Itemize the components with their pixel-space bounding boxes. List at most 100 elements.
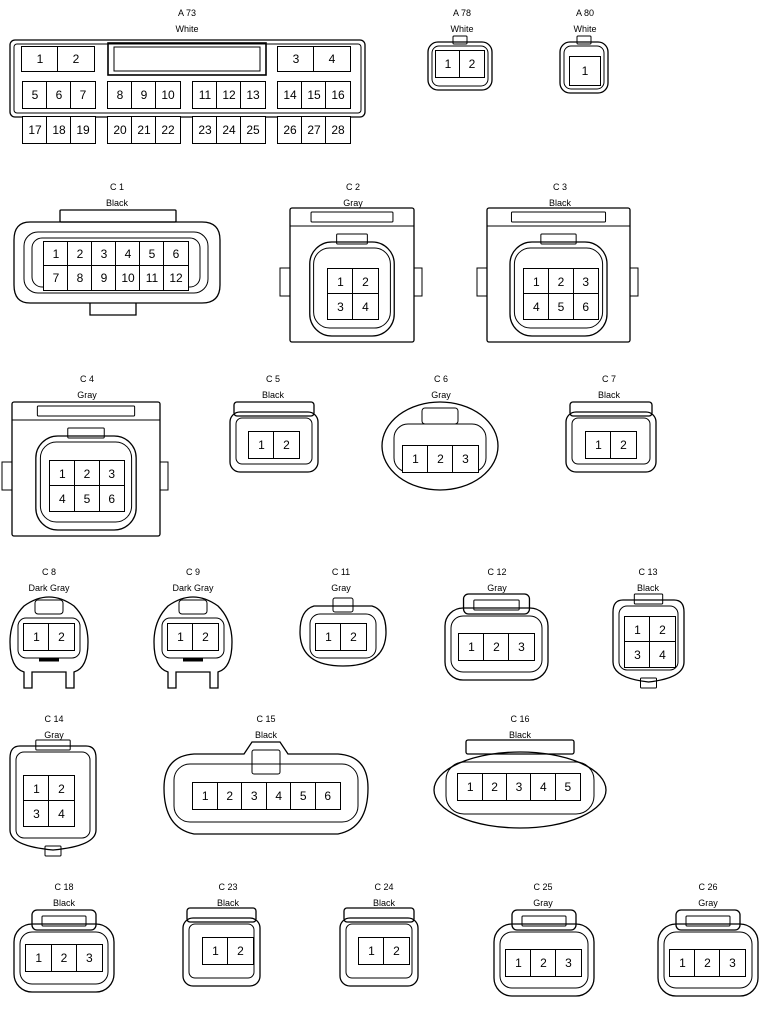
connector-color-label: Black <box>254 730 277 740</box>
pin-terminal: 6 <box>572 293 599 320</box>
pin-terminal: 12 <box>216 81 242 109</box>
connector-housing-outline <box>9 739 97 857</box>
pin-terminal: 18 <box>46 116 72 144</box>
pin-terminal: 4 <box>115 241 141 267</box>
connector-color-label: Black <box>636 583 659 593</box>
pin-terminal: 2 <box>383 937 410 965</box>
pin-terminal: 9 <box>91 265 117 291</box>
connector-housing-outline <box>229 401 319 473</box>
connector-id-label: C 23 <box>218 882 238 892</box>
connector-housing-outline <box>9 596 89 689</box>
pin-terminal: 2 <box>192 623 219 651</box>
connector-color-label: Dark Gray <box>172 583 214 593</box>
connector-housing-outline <box>299 597 387 667</box>
pin-terminal: 1 <box>669 949 696 977</box>
connector-color-label: Black <box>597 390 620 400</box>
pin-terminal: 1 <box>569 56 601 86</box>
connector-color-label: Gray <box>77 390 97 400</box>
connector-id-label: C 26 <box>698 882 718 892</box>
pin-terminal: 2 <box>610 431 637 459</box>
connector-id-label: C 9 <box>185 567 200 577</box>
connector-id-label: C 6 <box>433 374 448 384</box>
pin-terminal: 17 <box>22 116 48 144</box>
connector-id-label: C 16 <box>510 714 530 724</box>
pin-terminal: 27 <box>301 116 327 144</box>
pin-terminal: 1 <box>25 944 53 972</box>
pin-terminal: 2 <box>216 782 243 810</box>
pin-terminal: 1 <box>505 949 532 977</box>
pin-terminal: 13 <box>240 81 266 109</box>
pin-terminal: 14 <box>277 81 303 109</box>
pin-terminal: 8 <box>67 265 93 291</box>
connector-housing-outline <box>1 401 169 537</box>
connector-id-label: C 14 <box>44 714 64 724</box>
pin-terminal: 20 <box>107 116 133 144</box>
connector-housing-outline <box>612 593 685 689</box>
connector-color-label: Gray <box>44 730 64 740</box>
pin-terminal: 16 <box>325 81 351 109</box>
connector-housing-outline <box>657 909 759 997</box>
pin-terminal: 3 <box>452 445 479 473</box>
pin-terminal: 1 <box>315 623 342 651</box>
connector-id-label: A 78 <box>452 8 472 18</box>
pin-terminal: 3 <box>624 641 651 668</box>
pin-terminal: 3 <box>327 293 354 320</box>
connector-color-label: Gray <box>698 898 718 908</box>
pin-terminal: 3 <box>241 782 268 810</box>
connector-color-label: Black <box>261 390 284 400</box>
connector-id-label: C 3 <box>552 182 567 192</box>
connector-housing-outline <box>427 35 493 91</box>
connector-color-label: Black <box>508 730 531 740</box>
pin-terminal: 4 <box>48 800 75 827</box>
connector-housing-outline <box>182 907 261 987</box>
pin-terminal: 1 <box>43 241 69 267</box>
pin-terminal: 2 <box>694 949 721 977</box>
pin-terminal: 1 <box>358 937 385 965</box>
connector-housing-outline <box>163 741 369 835</box>
pin-terminal: 2 <box>352 268 379 295</box>
pin-terminal: 2 <box>547 268 575 295</box>
pin-terminal: 8 <box>107 81 133 109</box>
pin-terminal: 11 <box>139 265 165 291</box>
pin-terminal: 15 <box>301 81 327 109</box>
pin-terminal: 1 <box>585 431 612 459</box>
pin-terminal: 1 <box>202 937 229 965</box>
pin-terminal: 1 <box>435 50 461 78</box>
pin-terminal: 1 <box>457 773 484 801</box>
pin-terminal: 3 <box>98 460 125 487</box>
pin-terminal: 3 <box>75 944 103 972</box>
pin-terminal: 2 <box>50 944 78 972</box>
connector-color-label: Gray <box>533 898 553 908</box>
pin-terminal: 9 <box>131 81 157 109</box>
pin-terminal: 2 <box>459 50 485 78</box>
pin-terminal: 2 <box>427 445 454 473</box>
connector-housing-outline <box>476 207 639 343</box>
pin-terminal: 6 <box>314 782 341 810</box>
pin-terminal: 25 <box>240 116 266 144</box>
pin-terminal: 1 <box>167 623 194 651</box>
connector-id-label: C 1 <box>109 182 124 192</box>
pin-terminal: 24 <box>216 116 242 144</box>
pin-terminal: 3 <box>277 46 315 72</box>
pin-terminal: 5 <box>554 773 581 801</box>
pin-terminal: 3 <box>508 633 535 661</box>
connector-id-label: A 80 <box>575 8 595 18</box>
pin-terminal: 2 <box>340 623 367 651</box>
pin-terminal: 3 <box>572 268 599 295</box>
connector-color-label: White <box>450 24 474 34</box>
pin-terminal: 2 <box>227 937 254 965</box>
connector-color-label: Black <box>52 898 75 908</box>
pin-terminal: 5 <box>547 293 575 320</box>
pin-terminal: 6 <box>46 81 72 109</box>
pin-terminal: 1 <box>248 431 275 459</box>
pin-terminal: 10 <box>155 81 181 109</box>
connector-id-label: C 11 <box>331 567 351 577</box>
connector-housing-outline <box>433 739 607 829</box>
connector-color-label: Dark Gray <box>28 583 70 593</box>
pin-terminal: 7 <box>43 265 69 291</box>
pin-terminal: 1 <box>402 445 429 473</box>
pin-terminal: 4 <box>352 293 379 320</box>
connector-id-label: C 25 <box>533 882 553 892</box>
connector-housing-outline <box>565 401 657 473</box>
connector-id-label: C 24 <box>374 882 394 892</box>
